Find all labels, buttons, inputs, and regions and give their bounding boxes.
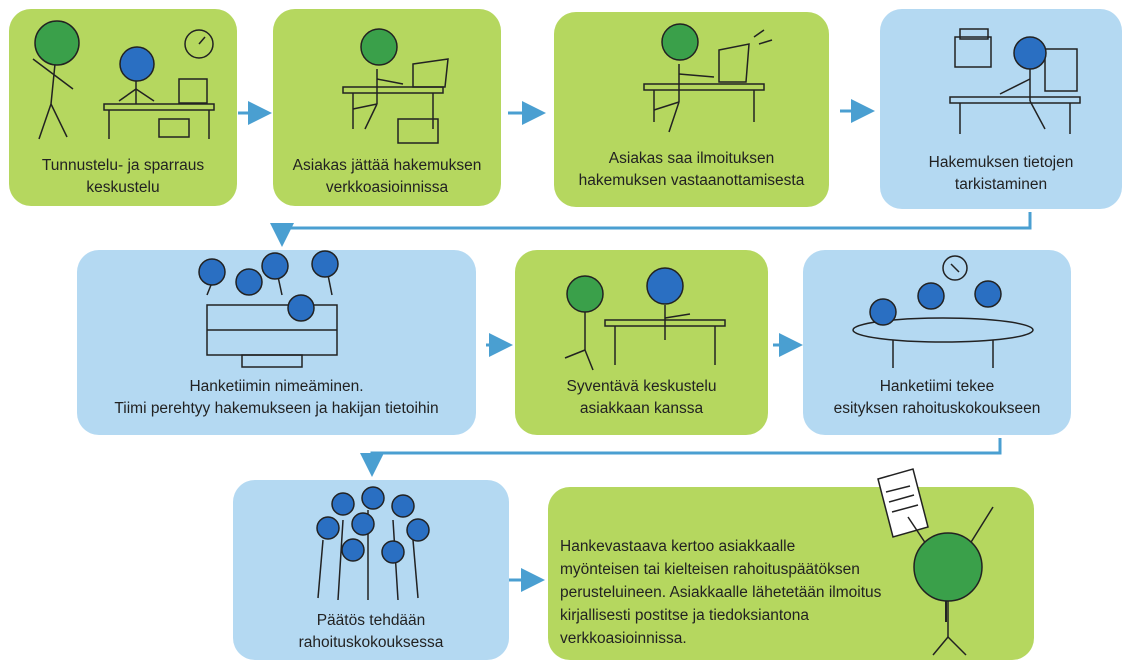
step-6-label: Syventävä keskustelu asiakkaan kanssa (566, 378, 717, 417)
person-green-icon (661, 23, 699, 61)
step-1-box: Tunnustelu- ja sparraus keskustelu (9, 9, 237, 206)
step-2-label: Asiakas jättää hakemuksen verkkoasioinni… (292, 157, 482, 196)
step-7-box: Hanketiimi tekee esityksen rahoituskokou… (803, 250, 1071, 435)
person-blue-icon (406, 518, 430, 542)
person-blue-icon (287, 294, 315, 322)
step-1-illustration (32, 20, 215, 140)
person-blue-icon (361, 486, 385, 510)
step-9-box: Hankevastaava kertoo asiakkaalle myöntei… (548, 468, 1034, 660)
arrow-4-5 (270, 212, 1032, 247)
step-2-illustration (342, 28, 449, 144)
person-blue-icon (311, 250, 339, 278)
person-blue-icon (331, 492, 355, 516)
step-8-label: Päätös tehdään rahoituskokouksessa (298, 612, 444, 651)
person-green-icon (34, 20, 80, 66)
person-blue-icon (351, 512, 375, 536)
person-blue-icon (198, 258, 226, 286)
person-green-icon (360, 28, 398, 66)
person-blue-icon (316, 516, 340, 540)
step-9-illustration (877, 468, 994, 656)
person-blue-icon (391, 494, 415, 518)
person-green-icon (566, 275, 604, 313)
step-4-label: Hakemuksen tietojen tarkistaminen (928, 154, 1074, 193)
person-blue-icon (917, 282, 945, 310)
step-3-label: Asiakas saa ilmoituksen hakemuksen vasta… (578, 150, 805, 189)
step-2-box: Asiakas jättää hakemuksen verkkoasioinni… (273, 9, 501, 206)
step-4-illustration (949, 28, 1081, 134)
step-6-box: Syventävä keskustelu asiakkaan kanssa (515, 250, 768, 435)
person-blue-icon (1013, 36, 1047, 70)
arrow-7-8 (360, 438, 1002, 477)
step-1-label: Tunnustelu- ja sparraus keskustelu (41, 157, 205, 196)
step-5-illustration (198, 250, 339, 368)
person-blue-icon (646, 267, 684, 305)
step-7-label: Hanketiimi tekee esityksen rahoituskokou… (833, 378, 1041, 417)
step-3-box: Asiakas saa ilmoituksen hakemuksen vasta… (554, 12, 829, 207)
step-5-box: Hanketiimin nimeäminen. Tiimi perehtyy h… (77, 250, 476, 435)
step-8-box: Päätös tehdään rahoituskokouksessa (233, 480, 509, 660)
step-3-illustration (643, 23, 773, 133)
step-9-label: Hankevastaava kertoo asiakkaalle myöntei… (560, 538, 882, 647)
person-green-icon (913, 532, 983, 602)
person-blue-icon (235, 268, 263, 296)
person-blue-icon (341, 538, 365, 562)
step-5-label: Hanketiimin nimeäminen. Tiimi perehtyy h… (114, 378, 439, 417)
step-8-illustration (316, 486, 430, 601)
person-blue-icon (381, 540, 405, 564)
person-blue-icon (869, 298, 897, 326)
step-4-box: Hakemuksen tietojen tarkistaminen (880, 9, 1122, 209)
person-blue-icon (974, 280, 1002, 308)
step-6-illustration (564, 267, 726, 371)
person-blue-icon (261, 252, 289, 280)
step-7-illustration (852, 255, 1034, 368)
person-blue-icon (119, 46, 155, 82)
